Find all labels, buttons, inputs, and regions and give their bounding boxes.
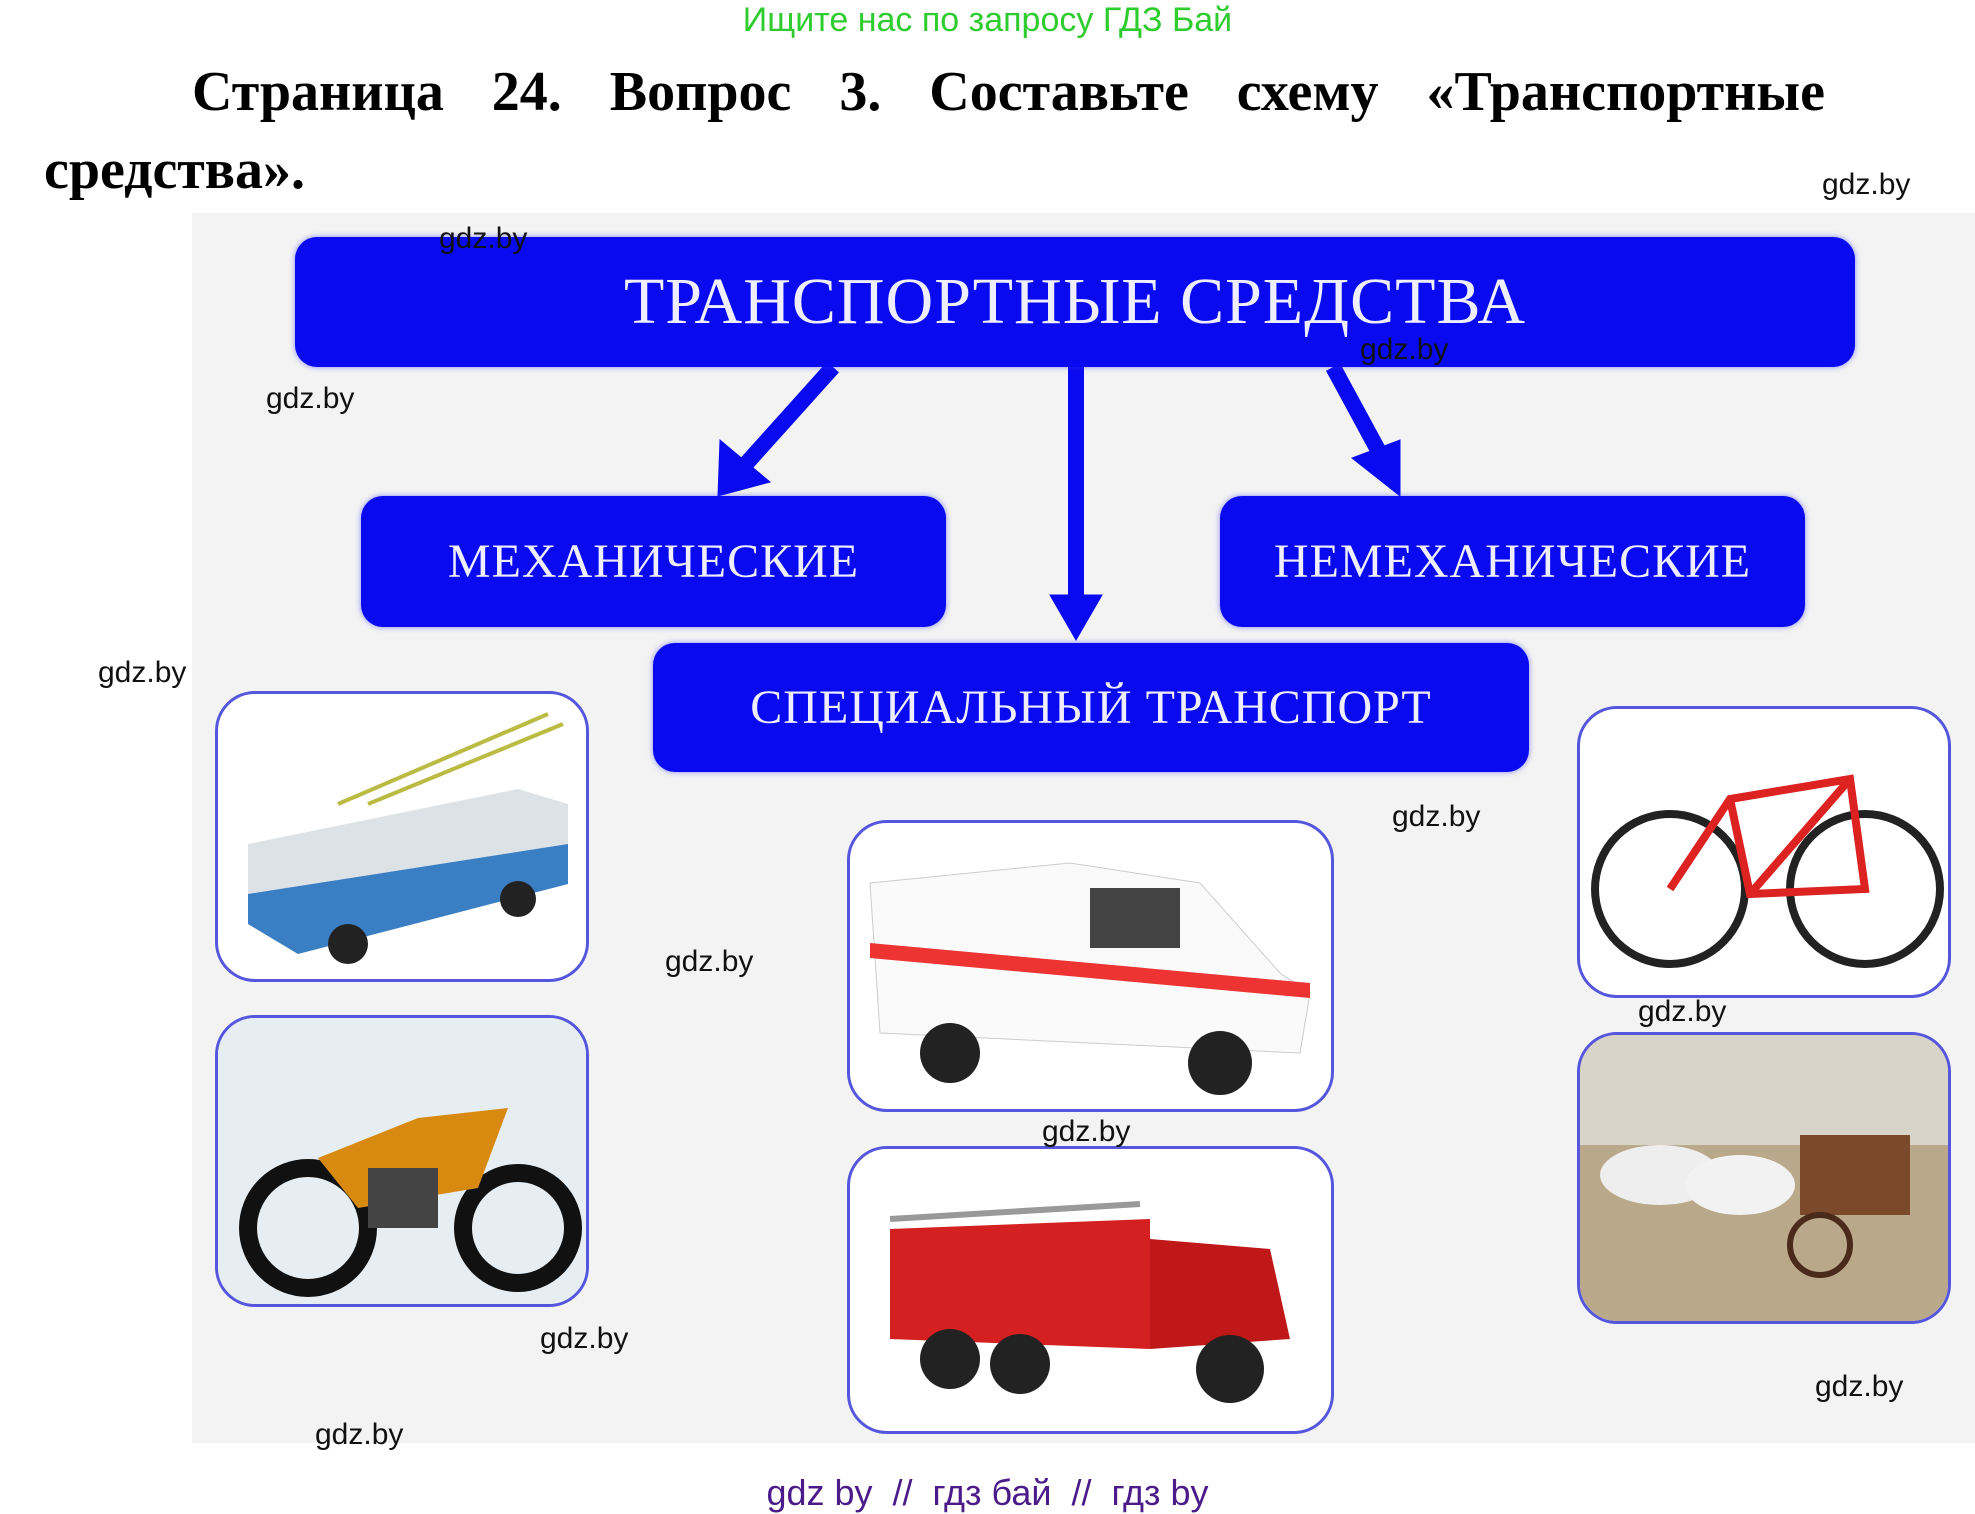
motorcycle-image	[215, 1015, 589, 1307]
watermark: gdz.by	[1360, 333, 1449, 366]
question-title-line2: средства».	[44, 139, 306, 201]
watermark: gdz.by	[315, 1418, 404, 1451]
arrowhead-mechanical	[717, 438, 772, 497]
watermark: gdz.by	[540, 1322, 629, 1355]
watermark: gdz.by	[665, 945, 754, 978]
watermark: gdz.by	[439, 222, 528, 255]
arrow-to-mechanical	[739, 361, 839, 471]
watermark: gdz.by	[1822, 168, 1911, 201]
trolleybus-image	[215, 691, 589, 982]
box-non-mechanical: НЕМЕХАНИЧЕСКИЕ	[1220, 496, 1805, 627]
search-hint[interactable]: Ищите нас по запросу ГДЗ Бай	[742, 1, 1233, 39]
box-transport-means: ТРАНСПОРТНЫЕ СРЕДСТВА	[295, 237, 1855, 367]
watermark: gdz.by	[266, 382, 355, 415]
bicycle-image	[1577, 706, 1951, 998]
watermark: gdz.by	[1392, 800, 1481, 833]
watermark: gdz.by	[98, 656, 187, 689]
watermark: gdz.by	[1815, 1370, 1904, 1403]
horse-carriage-image	[1577, 1032, 1951, 1324]
arrowhead-special	[1049, 594, 1103, 641]
box-mechanical: МЕХАНИЧЕСКИЕ	[361, 496, 946, 627]
box-special-transport: СПЕЦИАЛЬНЫЙ ТРАНСПОРТ	[653, 643, 1529, 772]
arrowhead-nonmech	[1350, 439, 1401, 498]
arrow-to-nonmech	[1325, 363, 1386, 454]
watermark: gdz.by	[1042, 1115, 1131, 1148]
fire-truck-image	[847, 1146, 1334, 1434]
footer-links[interactable]: gdz by // гдз бай // гдз by	[766, 1472, 1209, 1513]
ambulance-image	[847, 820, 1334, 1112]
watermark: gdz.by	[1638, 995, 1727, 1028]
question-title-line1: Страница 24. Вопрос 3. Составьте схему «…	[192, 61, 1825, 123]
